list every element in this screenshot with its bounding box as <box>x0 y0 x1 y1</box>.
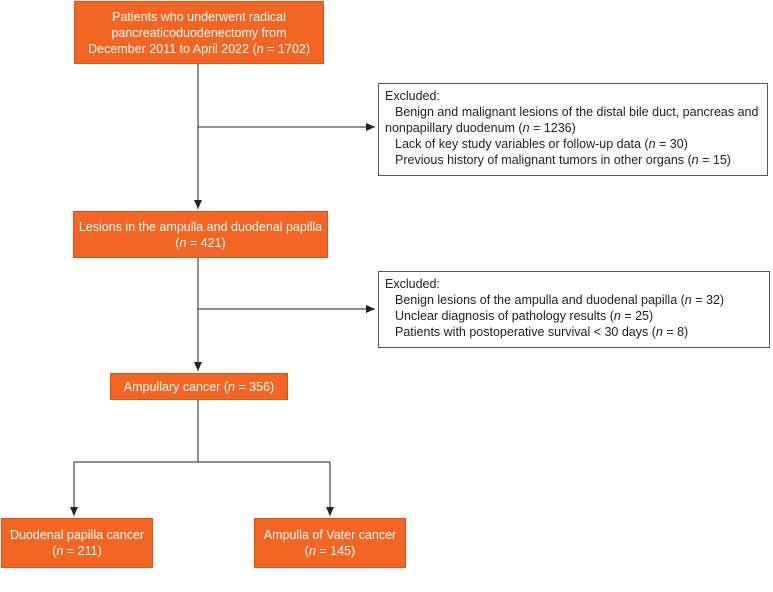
excluded-1-title: Excluded: <box>385 89 440 103</box>
lesions-line1: Lesions in the ampulla and duodenal papi… <box>78 219 323 234</box>
excluded-2-item-1: Benign lesions of the ampulla and duoden… <box>395 293 725 307</box>
excluded-2-title: Excluded: <box>385 277 440 291</box>
patients-line2: pancreaticoduodenectomy from <box>111 25 287 40</box>
ampullary-label: Ampullary cancer (n = 356) <box>123 379 275 394</box>
duodenal-line2: (n = 211) <box>52 544 102 558</box>
duodenal-box: Duodenal papilla cancer (n = 211) <box>1 518 153 568</box>
lesions-line2: (n = 421) <box>175 235 226 250</box>
excluded-box-1: Excluded: Benign and malignant lesions o… <box>378 83 768 176</box>
vater-line1: Ampulla of Vater cancer <box>263 528 397 542</box>
excluded-2-item-3: Patients with postoperative survival < 3… <box>395 325 689 339</box>
duodenal-line1: Duodenal papilla cancer <box>9 528 145 542</box>
patients-line3: December 2011 to April 2022 (n = 1702) <box>88 41 310 56</box>
vater-line2: (n = 145) <box>304 544 356 558</box>
vater-box: Ampulla of Vater cancer (n = 145) <box>254 518 406 568</box>
excluded-2-item-2: Unclear diagnosis of pathology results (… <box>395 309 654 323</box>
ampullary-box: Ampullary cancer (n = 356) <box>110 373 288 400</box>
patients-box: Patients who underwent radical pancreati… <box>74 1 324 64</box>
lesions-box: Lesions in the ampulla and duodenal papi… <box>73 211 328 258</box>
excluded-box-2: Excluded: Benign lesions of the ampulla … <box>378 271 770 348</box>
excluded-1-item-2: Lack of key study variables or follow-up… <box>395 137 688 151</box>
patients-line1: Patients who underwent radical <box>112 9 286 24</box>
excluded-1-item-1: Benign and malignant lesions of the dist… <box>385 105 759 135</box>
excluded-1-item-3: Previous history of malignant tumors in … <box>395 153 731 167</box>
